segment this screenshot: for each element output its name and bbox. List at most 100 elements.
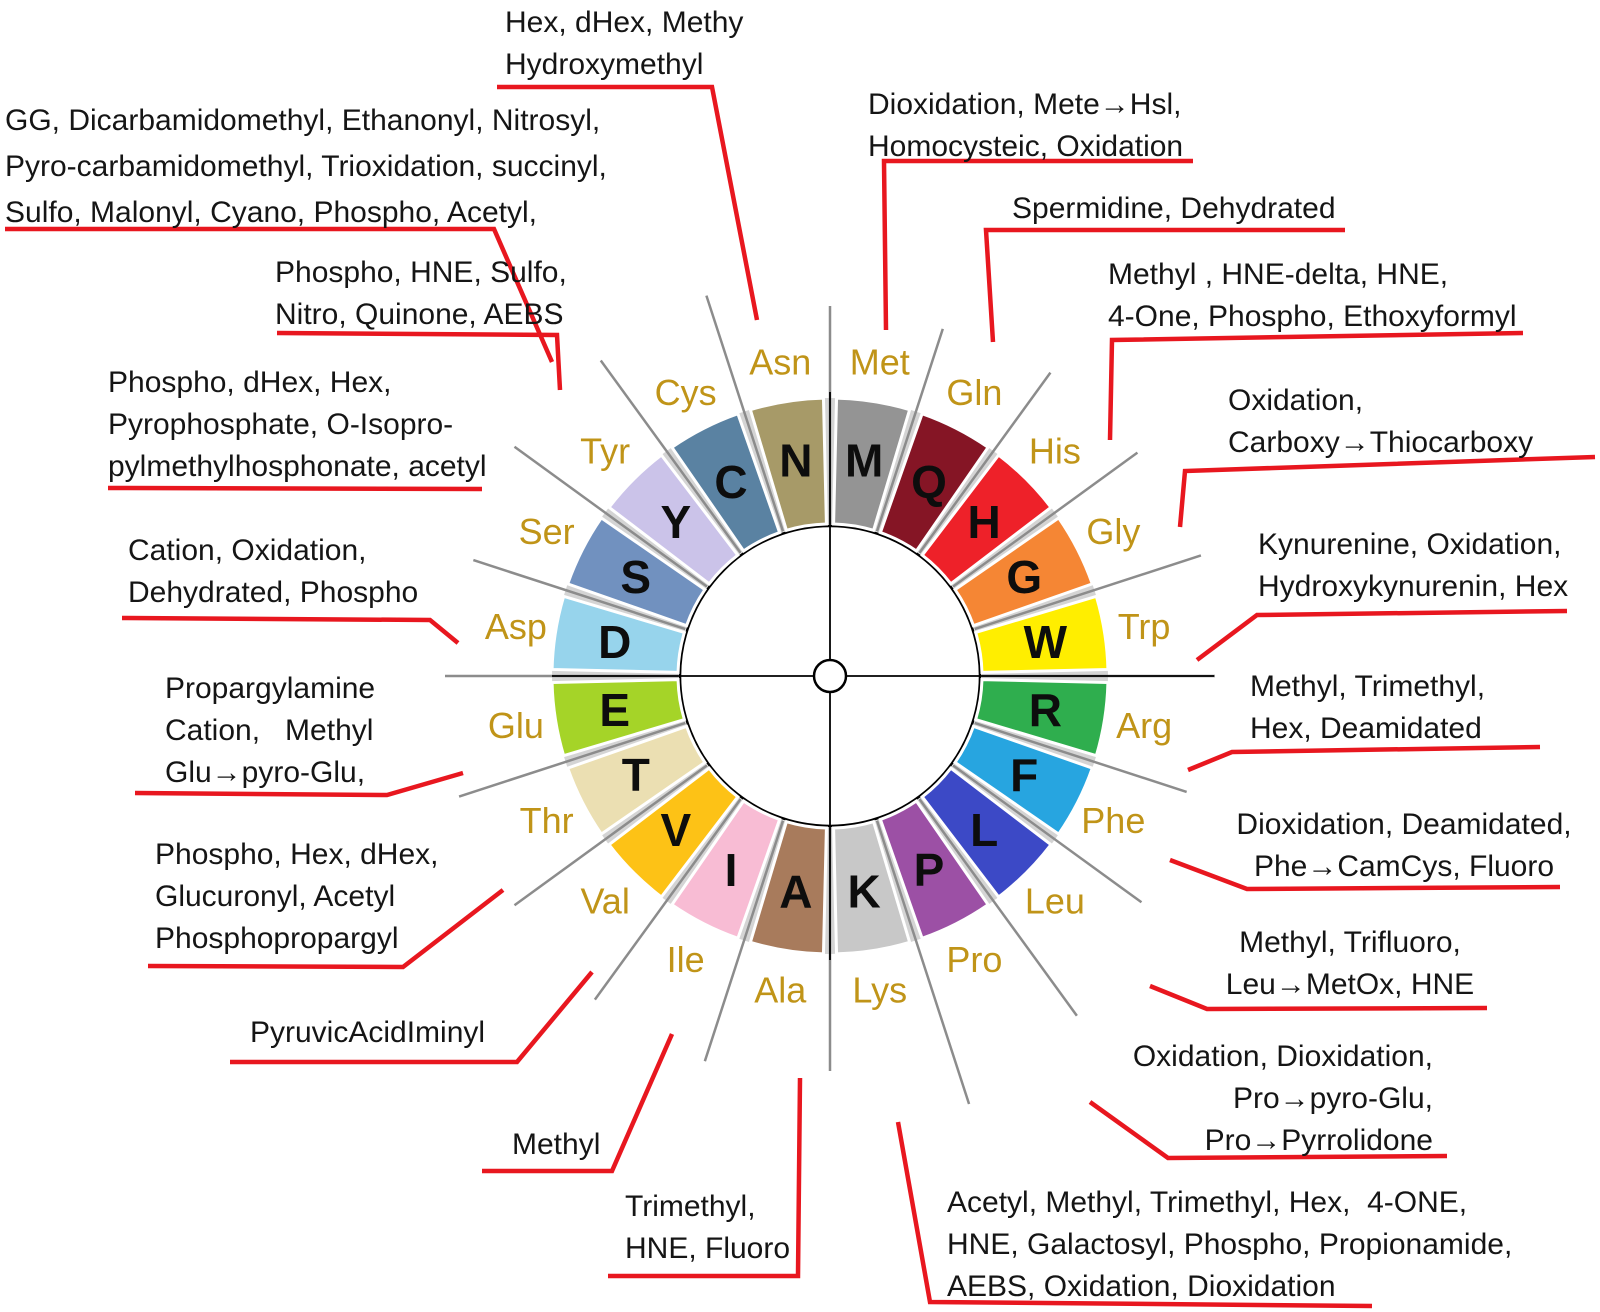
annotation-ile: Methyl xyxy=(512,1124,600,1166)
annotation-line: Pro→Pyrrolidone xyxy=(1204,1124,1433,1157)
wedge-name-gly: Gly xyxy=(1086,511,1140,552)
annotation-line: Pyrophosphate, O-Isopro- xyxy=(108,408,454,441)
wedge-name-leu: Leu xyxy=(1025,880,1085,921)
annotation-leader-tyr xyxy=(276,330,563,391)
annotation-leader-ser xyxy=(107,485,483,492)
annotation-leader-leu xyxy=(1149,983,1488,1012)
wedge-letter-Q: Q xyxy=(911,456,947,508)
segment-leader-line xyxy=(875,328,944,532)
annotation-line: Methyl xyxy=(512,1128,601,1161)
wedge-name-lys: Lys xyxy=(852,970,907,1011)
wedge-name-asp: Asp xyxy=(485,606,547,647)
annotation-line: Oxidation, Dioxidation, xyxy=(1132,1040,1433,1073)
amino-wedge-val xyxy=(606,766,740,900)
annotation-line: Glucuronyl, Acetyl xyxy=(155,880,396,913)
annotation-line: Hex, Deamidated xyxy=(1250,712,1482,745)
wedge-name-asn: Asn xyxy=(749,341,811,382)
annotation-line: Phospho, Hex, dHex, xyxy=(155,838,439,871)
annotation-leader-gln xyxy=(983,227,1345,343)
annotation-line: Nitro, Quinone, AEBS xyxy=(275,298,564,331)
wedge-letter-E: E xyxy=(599,684,630,736)
annotation-leader-glu xyxy=(134,770,464,798)
wedge-letter-V: V xyxy=(661,804,692,856)
wedge-letter-I: I xyxy=(725,844,738,896)
wedge-name-met: Met xyxy=(850,341,910,382)
amino-wedge-ala xyxy=(748,819,828,956)
wedge-letter-F: F xyxy=(1010,749,1038,801)
annotation-line: Hex, dHex, Methy xyxy=(505,6,744,39)
amino-wedge-ser xyxy=(565,515,708,628)
wedge-letter-P: P xyxy=(914,844,945,896)
amino-wedge-trp xyxy=(973,594,1110,674)
wedge-name-ser: Ser xyxy=(519,511,575,552)
amino-wedge-leu xyxy=(920,766,1054,900)
segment-leader-line xyxy=(703,820,785,1062)
amino-wedge-asp xyxy=(550,594,687,674)
annotation-line: Spermidine, Dehydrated xyxy=(1012,192,1336,225)
annotation-line: Dioxidation, Mete→Hsl, xyxy=(868,88,1182,121)
annotation-line: Phospho, dHex, Hex, xyxy=(108,366,392,399)
annotation-line: Glu→pyro-Glu, xyxy=(165,756,366,789)
amino-wedge-arg xyxy=(973,678,1110,758)
wedge-letter-T: T xyxy=(622,749,650,801)
annotation-leader-trp xyxy=(1195,608,1568,662)
segment-leader-line xyxy=(952,764,1143,904)
amino-wedge-gly xyxy=(952,515,1095,628)
annotation-line: Pyro-carbamidomethyl, Trioxidation, succ… xyxy=(5,150,607,183)
amino-wedge-cys xyxy=(669,411,782,554)
annotation-line: Carboxy→Thiocarboxy xyxy=(1228,426,1534,459)
wedge-letter-W: W xyxy=(1024,616,1068,668)
annotation-line: Homocysteic, Oxidation xyxy=(868,130,1184,163)
annotation-line: Methyl , HNE-delta, HNE, xyxy=(1108,258,1449,291)
annotation-line: Phe→CamCys, Fluoro xyxy=(1253,850,1555,883)
annotation-line: Leu→MetOx, HNE xyxy=(1225,968,1475,1001)
annotation-line: Cation, Methyl xyxy=(165,714,374,747)
annotation-line: HNE, Fluoro xyxy=(625,1232,791,1265)
annotation-line: Phospho, HNE, Sulfo, xyxy=(275,256,567,289)
annotation-gly: Oxidation, Carboxy→Thiocarboxy xyxy=(1228,380,1533,464)
wedge-name-pro: Pro xyxy=(946,939,1002,980)
wedge-letter-R: R xyxy=(1029,684,1062,736)
segment-leader-line xyxy=(593,798,742,1001)
amino-wedge-lys xyxy=(832,819,912,956)
wedge-name-ala: Ala xyxy=(754,970,807,1011)
wedge-letter-Y: Y xyxy=(661,496,692,548)
annotation-leader-val xyxy=(230,970,594,1065)
wedge-letter-A: A xyxy=(779,865,812,917)
annotation-line: Dehydrated, Phospho xyxy=(128,576,419,609)
segment-leader-line xyxy=(952,451,1139,588)
amino-wedge-his xyxy=(920,452,1054,586)
annotation-leader-lys xyxy=(895,1121,1373,1309)
wedge-letter-L: L xyxy=(970,804,998,856)
amino-wedge-glu xyxy=(550,678,687,758)
annotation-line: Oxidation, xyxy=(1228,384,1364,417)
wedge-name-trp: Trp xyxy=(1118,606,1171,647)
annotation-arg: Methyl, Trimethyl,Hex, Deamidated xyxy=(1250,666,1485,750)
wedge-letter-S: S xyxy=(620,551,651,603)
annotation-lys: Acetyl, Methyl, Trimethyl, Hex, 4-ONE,HN… xyxy=(947,1182,1512,1308)
amino-wedge-gln xyxy=(878,411,991,554)
segment-leader-line xyxy=(458,721,686,798)
annotation-line: pylmethylhosphonate, acetyl xyxy=(108,450,487,483)
wedge-name-gln: Gln xyxy=(946,372,1002,413)
annotation-leader-arg xyxy=(1187,744,1541,773)
wedge-letter-H: H xyxy=(968,496,1001,548)
annotation-line: Methyl, Trifluoro, xyxy=(1239,926,1461,959)
segment-leader-line xyxy=(599,359,742,554)
annotation-line: Kynurenine, Oxidation, xyxy=(1258,528,1562,561)
wedge-name-phe: Phe xyxy=(1081,800,1145,841)
annotation-leu: Methyl, Trifluoro, Leu→MetOx, HNE xyxy=(1100,922,1600,1006)
annotation-leader-pro xyxy=(1088,1100,1448,1161)
annotation-line: 4-One, Phospho, Ethoxyformyl xyxy=(1108,300,1517,333)
amino-wedge-pro xyxy=(878,798,991,941)
annotation-leader-thr xyxy=(147,888,505,970)
annotation-trp: Kynurenine, Oxidation, Hydroxykynurenin, … xyxy=(1258,524,1568,608)
wedge-letter-D: D xyxy=(598,616,631,668)
annotation-val: PyruvicAcidIminyl xyxy=(250,1012,485,1054)
annotation-leader-gly xyxy=(1177,454,1596,528)
annotation-line: Hydroxykynurenin, Hex xyxy=(1258,570,1569,603)
segment-leader-line xyxy=(974,554,1202,631)
annotation-line: Phosphopropargyl xyxy=(155,922,399,955)
